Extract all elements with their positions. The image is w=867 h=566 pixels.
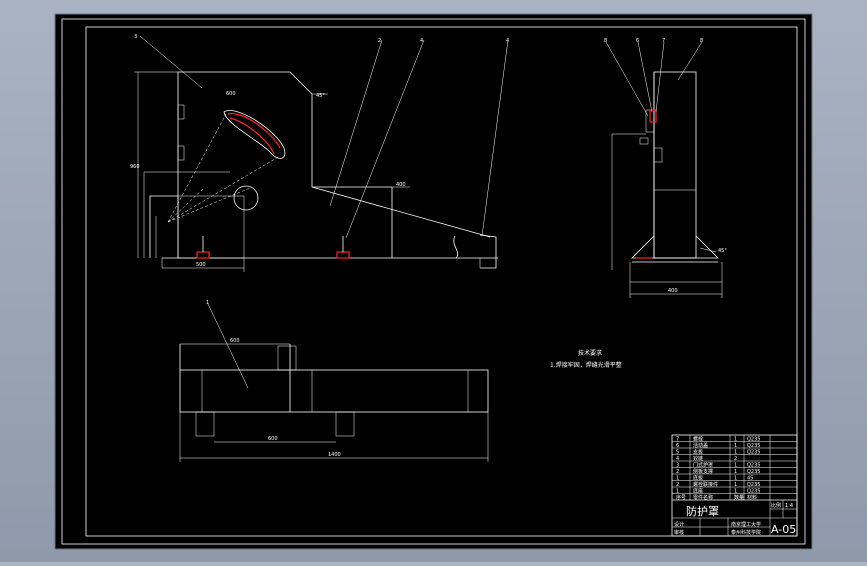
school-name: 南京理工大学 <box>731 521 761 528</box>
title-block <box>671 434 798 537</box>
dim-front-base: 500 <box>196 262 206 268</box>
parts-cell-mat: Q235 <box>747 436 760 442</box>
dim-angle-top: 45° <box>316 93 325 99</box>
scale-label: 比例 <box>771 502 781 509</box>
leader-2: 2 <box>378 38 381 44</box>
leader-4a: 4 <box>420 38 423 44</box>
front-view <box>134 35 509 272</box>
parts-cell-qty: 2 <box>734 456 737 462</box>
drawing-name: 防护罩 <box>686 504 719 518</box>
outer-frame <box>61 18 806 545</box>
parts-cell-qty: 1 <box>734 469 737 475</box>
notes-line: 1.焊接牢固，焊缝光滑平整 <box>550 361 622 369</box>
parts-cell-mat: 45 <box>747 475 753 481</box>
parts-cell-name: 底座 <box>693 487 703 494</box>
parts-cell-no: 4 <box>676 456 679 462</box>
paper-sheet <box>54 13 813 550</box>
design-label: 设计 <box>674 521 684 528</box>
dim-plan-inner: 600 <box>268 436 278 442</box>
dim-side-width: 400 <box>668 288 678 294</box>
notes-title: 技术要求 <box>578 349 602 357</box>
leader-8b: 8 <box>700 38 703 44</box>
parts-cell-qty: 1 <box>734 482 737 488</box>
parts-cell-name: 门式护罩 <box>693 461 713 468</box>
leader-1: 1 <box>206 300 209 306</box>
parts-cell-mat: Q235 <box>747 462 760 468</box>
leader-7: 7 <box>662 38 665 44</box>
parts-cell-name: 底板 <box>693 474 703 481</box>
parts-cell-qty: 1 <box>734 462 737 468</box>
parts-cell-no: 序号 <box>676 494 686 501</box>
parts-cell-qty: 数量 <box>734 494 744 501</box>
parts-cell-mat: Q235 <box>747 443 760 449</box>
side-view <box>605 41 723 298</box>
parts-cell-no: 6 <box>676 443 679 449</box>
parts-cell-qty: 1 <box>734 488 737 494</box>
plan-view <box>179 303 489 462</box>
dim-right-box: 400 <box>396 182 406 188</box>
parts-cell-name: 螺栓 <box>693 435 703 442</box>
parts-cell-mat: Q235 <box>747 469 760 475</box>
parts-cell-qty: 1 <box>734 449 737 455</box>
parts-cell-no: 2 <box>676 469 679 475</box>
parts-cell-name: 铰链 <box>693 455 703 462</box>
parts-cell-name: 活动盖 <box>693 442 708 449</box>
parts-cell-name: 侧板支撑 <box>693 468 713 475</box>
leader-8a: 8 <box>604 38 607 44</box>
leader-6: 6 <box>636 38 639 44</box>
dim-plan-total: 1400 <box>328 452 341 458</box>
drawing-number: A-05 <box>771 523 796 536</box>
parts-cell-qty: 1 <box>734 475 737 481</box>
parts-cell-no: 7 <box>676 436 679 442</box>
parts-cell-no: 2 <box>676 482 679 488</box>
parts-cell-name: 零件名称 <box>693 494 713 501</box>
parts-cell-qty: 1 <box>734 436 737 442</box>
parts-cell-mat: 材料 <box>747 494 757 501</box>
parts-cell-name: 支板 <box>693 448 703 455</box>
inner-frame <box>85 26 798 537</box>
parts-cell-mat: Q235 <box>747 488 760 494</box>
dim-plan-top: 600 <box>230 338 240 344</box>
parts-cell-no: 5 <box>676 449 679 455</box>
parts-cell-no: 1 <box>676 475 679 481</box>
parts-cell-mat: Q235 <box>747 449 760 455</box>
department-name: 泰州科技学院 <box>731 529 761 536</box>
dim-front-top: 600 <box>226 91 236 97</box>
parts-cell-mat: Q235 <box>747 482 760 488</box>
dim-side-angle: 45° <box>718 248 727 254</box>
leader-3: 3 <box>134 34 137 40</box>
dim-front-height: 960 <box>130 164 140 170</box>
check-label: 审核 <box>674 529 684 536</box>
parts-cell-name: 螺栓联接件 <box>693 481 718 488</box>
parts-cell-no: 3 <box>676 462 679 468</box>
parts-cell-no: 1 <box>676 488 679 494</box>
parts-cell-qty: 1 <box>734 443 737 449</box>
scale-value: 1:4 <box>785 503 793 509</box>
leader-4b: 4 <box>506 38 509 44</box>
